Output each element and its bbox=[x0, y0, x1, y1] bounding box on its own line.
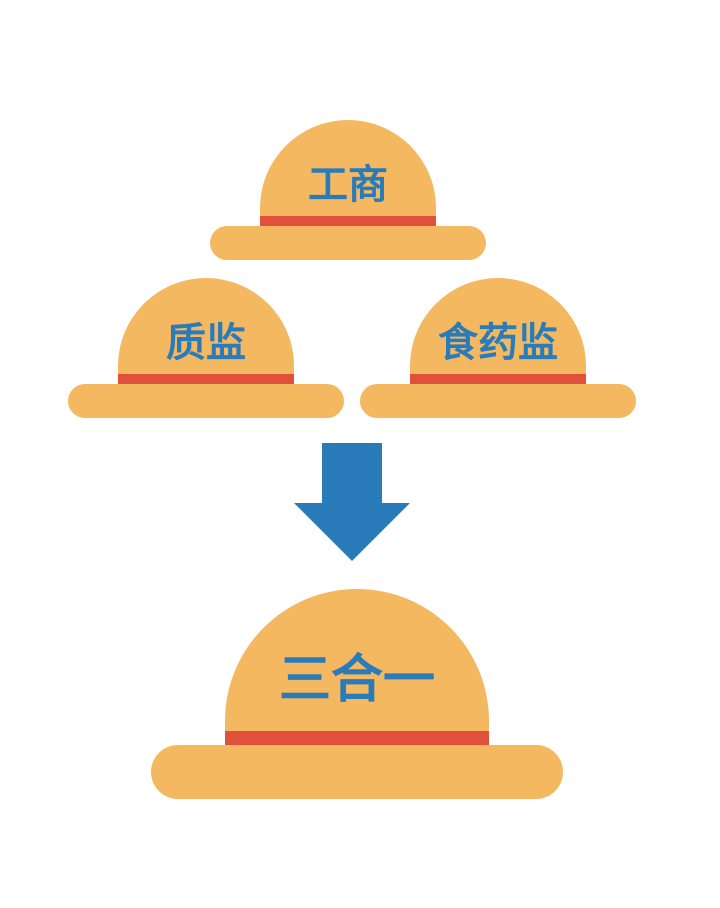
hat-label-gongshang: 工商 bbox=[308, 162, 388, 208]
hat-brim bbox=[68, 384, 344, 418]
hat-label-zhijian: 质监 bbox=[166, 320, 246, 366]
hat-brim bbox=[210, 226, 486, 260]
hat-crown: 三合一 bbox=[225, 589, 489, 733]
hat-brim bbox=[360, 384, 636, 418]
hat-band bbox=[118, 374, 294, 384]
hat-brim bbox=[151, 745, 563, 799]
hat-label-shiyaojian: 食药监 bbox=[438, 320, 558, 366]
hat-crown: 工商 bbox=[260, 120, 436, 220]
hat-band bbox=[260, 216, 436, 226]
hat-crown: 质监 bbox=[118, 278, 294, 378]
hat-merged: 三合一 bbox=[151, 589, 563, 799]
hat-gongshang: 工商 bbox=[210, 120, 486, 260]
hat-label-merged: 三合一 bbox=[278, 649, 435, 710]
hat-shiyaojian: 食药监 bbox=[360, 278, 636, 418]
hat-crown: 食药监 bbox=[410, 278, 586, 378]
hat-band bbox=[225, 731, 489, 747]
hat-band bbox=[410, 374, 586, 384]
hat-zhijian: 质监 bbox=[68, 278, 344, 418]
down-arrow-icon bbox=[294, 443, 410, 561]
